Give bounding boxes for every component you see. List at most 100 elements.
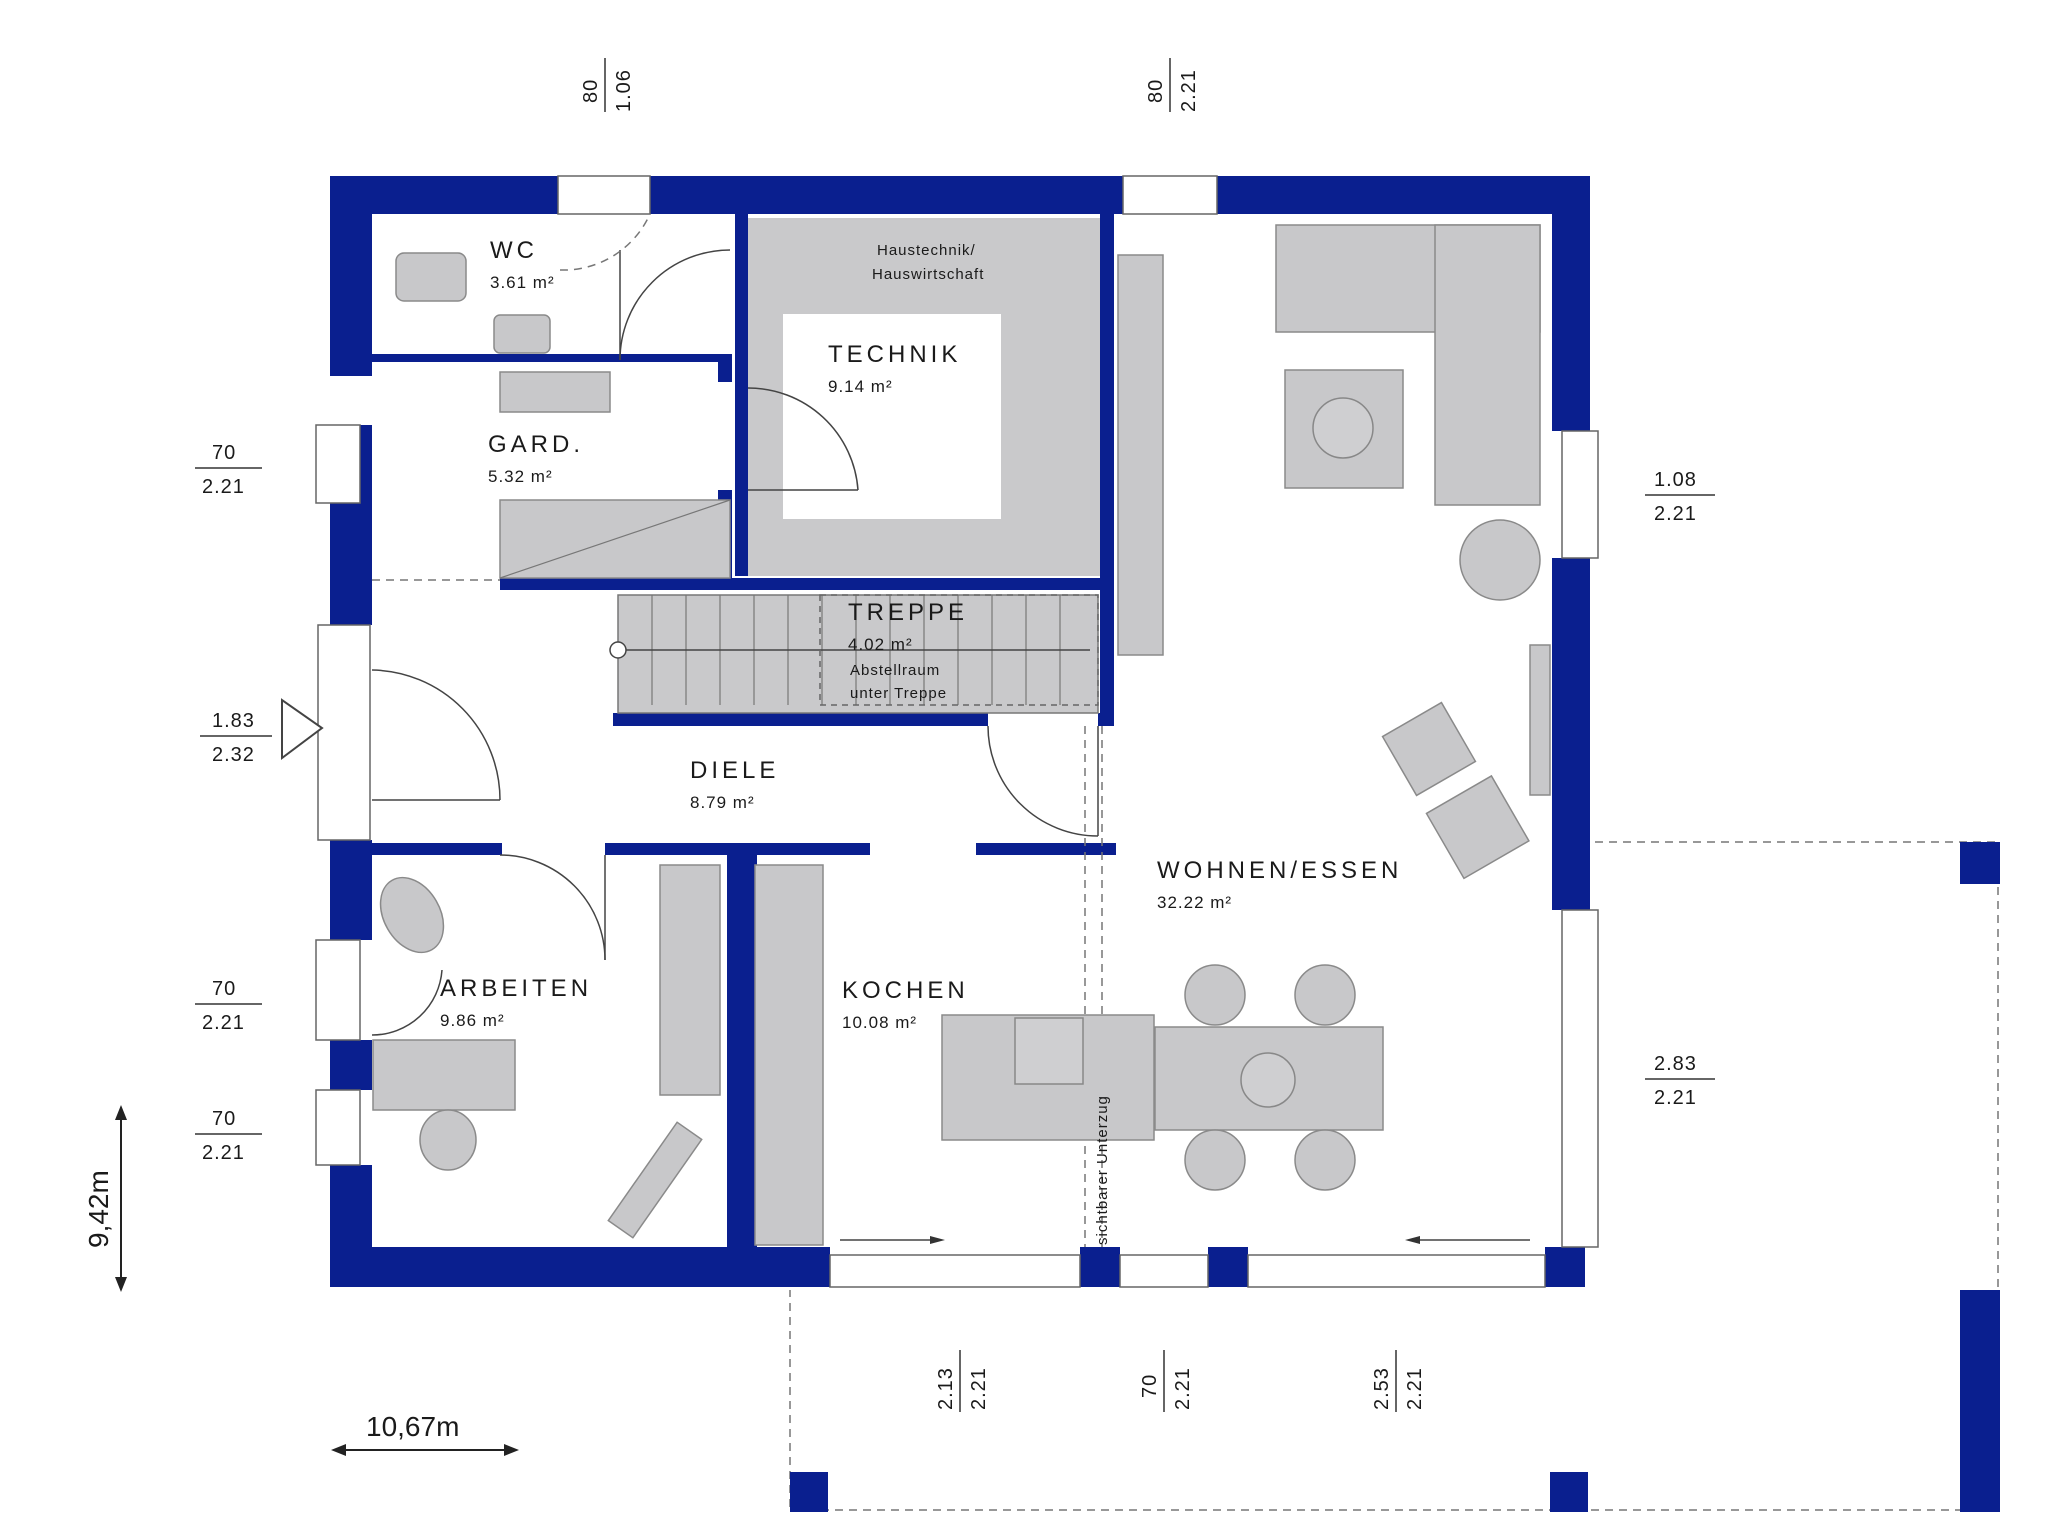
- tv-unit: [1529, 644, 1551, 796]
- technik-note-2: Hauswirtschaft: [872, 266, 984, 283]
- svg-text:2.21: 2.21: [202, 1142, 245, 1164]
- technik-room: [747, 218, 1102, 576]
- svg-text:2.21: 2.21: [1172, 1367, 1194, 1410]
- svg-text:2.21: 2.21: [1654, 1087, 1697, 1109]
- door-hall-swing: [987, 725, 1099, 837]
- furniture: [372, 224, 1551, 1246]
- window-gard: [315, 424, 361, 504]
- svg-text:80: 80: [1145, 79, 1167, 103]
- overall-height: 9,42m: [83, 1105, 127, 1292]
- svg-text:70: 70: [212, 978, 236, 1000]
- svg-text:1.06: 1.06: [613, 69, 635, 112]
- entry-arrow-icon: [281, 698, 324, 760]
- door-office-window: [371, 969, 443, 1036]
- door-entry-swing: [371, 669, 501, 801]
- terrace-post: [1960, 842, 2000, 884]
- window-bottom-middle: [1119, 1254, 1209, 1288]
- sliding-door-living: [1247, 1254, 1546, 1288]
- armchair-icon: [1425, 774, 1530, 880]
- svg-text:1.83: 1.83: [212, 710, 255, 732]
- easel-icon: [607, 1121, 703, 1239]
- room-area-wc: 3.61 m²: [490, 273, 555, 292]
- treppe-note-1: Abstellraum: [850, 662, 940, 679]
- svg-text:2.21: 2.21: [1654, 503, 1697, 525]
- room-area-kochen: 10.08 m²: [842, 1013, 917, 1032]
- interior-walls: [330, 214, 1116, 1250]
- staircase: [609, 594, 1099, 714]
- window-living-right: [1561, 430, 1599, 559]
- room-area-arbeiten: 9.86 m²: [440, 1011, 505, 1030]
- room-area-garderobe: 5.32 m²: [488, 467, 553, 486]
- cabinet-office: [659, 864, 721, 1096]
- room-area-treppe: 4.02 m²: [848, 635, 913, 654]
- entry-door-frame: [317, 624, 371, 841]
- sofa-side: [1434, 224, 1541, 506]
- dim-right-upper: 1.08 2.21: [1645, 469, 1715, 525]
- dim-bottom-1: 2.13 2.21: [935, 1350, 990, 1412]
- room-name-garderobe: GARD.: [488, 431, 584, 458]
- desk-chair-icon: [419, 1109, 477, 1171]
- windows: [315, 175, 1599, 1288]
- terrace-post: [1960, 1290, 2000, 1512]
- room-area-wohnen: 32.22 m²: [1157, 893, 1232, 912]
- treppe-note-2: unter Treppe: [850, 685, 947, 702]
- svg-text:70: 70: [212, 1108, 236, 1130]
- svg-text:80: 80: [580, 79, 602, 103]
- dim-left-entry: 1.83 2.32: [200, 710, 272, 766]
- shelf-living: [1117, 254, 1164, 656]
- svg-text:2.53: 2.53: [1371, 1367, 1393, 1410]
- terrace-post: [790, 1472, 828, 1512]
- toilet-icon: [395, 252, 467, 302]
- svg-text:2.21: 2.21: [1404, 1367, 1426, 1410]
- dim-right-lower: 2.83 2.21: [1645, 1053, 1715, 1109]
- room-area-diele: 8.79 m²: [690, 793, 755, 812]
- dim-top-wc: 80 1.06: [580, 58, 635, 112]
- svg-text:70: 70: [212, 442, 236, 464]
- office-chair-icon: [379, 876, 445, 954]
- dim-bottom-2: 70 2.21: [1139, 1350, 1194, 1412]
- svg-text:10,67m: 10,67m: [366, 1411, 459, 1442]
- svg-text:1.08: 1.08: [1654, 469, 1697, 491]
- room-area-technik: 9.14 m²: [828, 377, 893, 396]
- washbasin-icon: [493, 314, 551, 354]
- beam-note: sichtbarer Unterzug: [1094, 1095, 1111, 1245]
- technik-note-1: Haustechnik/: [877, 242, 976, 259]
- window-wc: [557, 175, 651, 215]
- window-living-top: [1122, 175, 1218, 215]
- room-name-treppe: TREPPE: [848, 599, 968, 626]
- svg-text:9,42m: 9,42m: [83, 1170, 114, 1248]
- dining-chair: [1184, 1129, 1246, 1191]
- dining-chair: [1294, 1129, 1356, 1191]
- dashed-lines: [372, 213, 1103, 1247]
- cooktop-icon: [1014, 1017, 1084, 1085]
- plant-icon: [1312, 397, 1374, 459]
- door-technik-swing: [747, 387, 859, 491]
- dim-left-office-1: 70 2.21: [195, 978, 262, 1034]
- desk-icon: [372, 1039, 516, 1111]
- dim-left-gard: 70 2.21: [195, 442, 262, 498]
- door-wc-swing: [619, 249, 731, 361]
- svg-text:2.21: 2.21: [968, 1367, 990, 1410]
- armchair-icon: [1381, 701, 1477, 797]
- svg-text:2.13: 2.13: [935, 1367, 957, 1410]
- svg-text:70: 70: [1139, 1374, 1161, 1398]
- window-office-2: [315, 1089, 361, 1166]
- wardrobe-upper: [499, 371, 611, 413]
- svg-text:2.83: 2.83: [1654, 1053, 1697, 1075]
- svg-text:2.21: 2.21: [202, 1012, 245, 1034]
- room-name-technik: TECHNIK: [828, 341, 961, 368]
- dim-left-office-2: 70 2.21: [195, 1108, 262, 1164]
- dim-bottom-3: 2.53 2.21: [1371, 1350, 1426, 1412]
- exterior-walls: [330, 176, 1590, 1287]
- door-office-swing: [499, 854, 606, 961]
- dining-chair: [1184, 964, 1246, 1026]
- dining-chair: [1294, 964, 1356, 1026]
- svg-text:2.32: 2.32: [212, 744, 255, 766]
- kitchen-counter: [754, 864, 824, 1246]
- room-name-wc: WC: [490, 237, 538, 264]
- window-living-door: [1561, 909, 1599, 1248]
- dim-top-living: 80 2.21: [1145, 58, 1200, 112]
- svg-text:2.21: 2.21: [1178, 69, 1200, 112]
- overall-width: 10,67m: [331, 1411, 519, 1456]
- slide-arrows: [840, 1236, 1530, 1244]
